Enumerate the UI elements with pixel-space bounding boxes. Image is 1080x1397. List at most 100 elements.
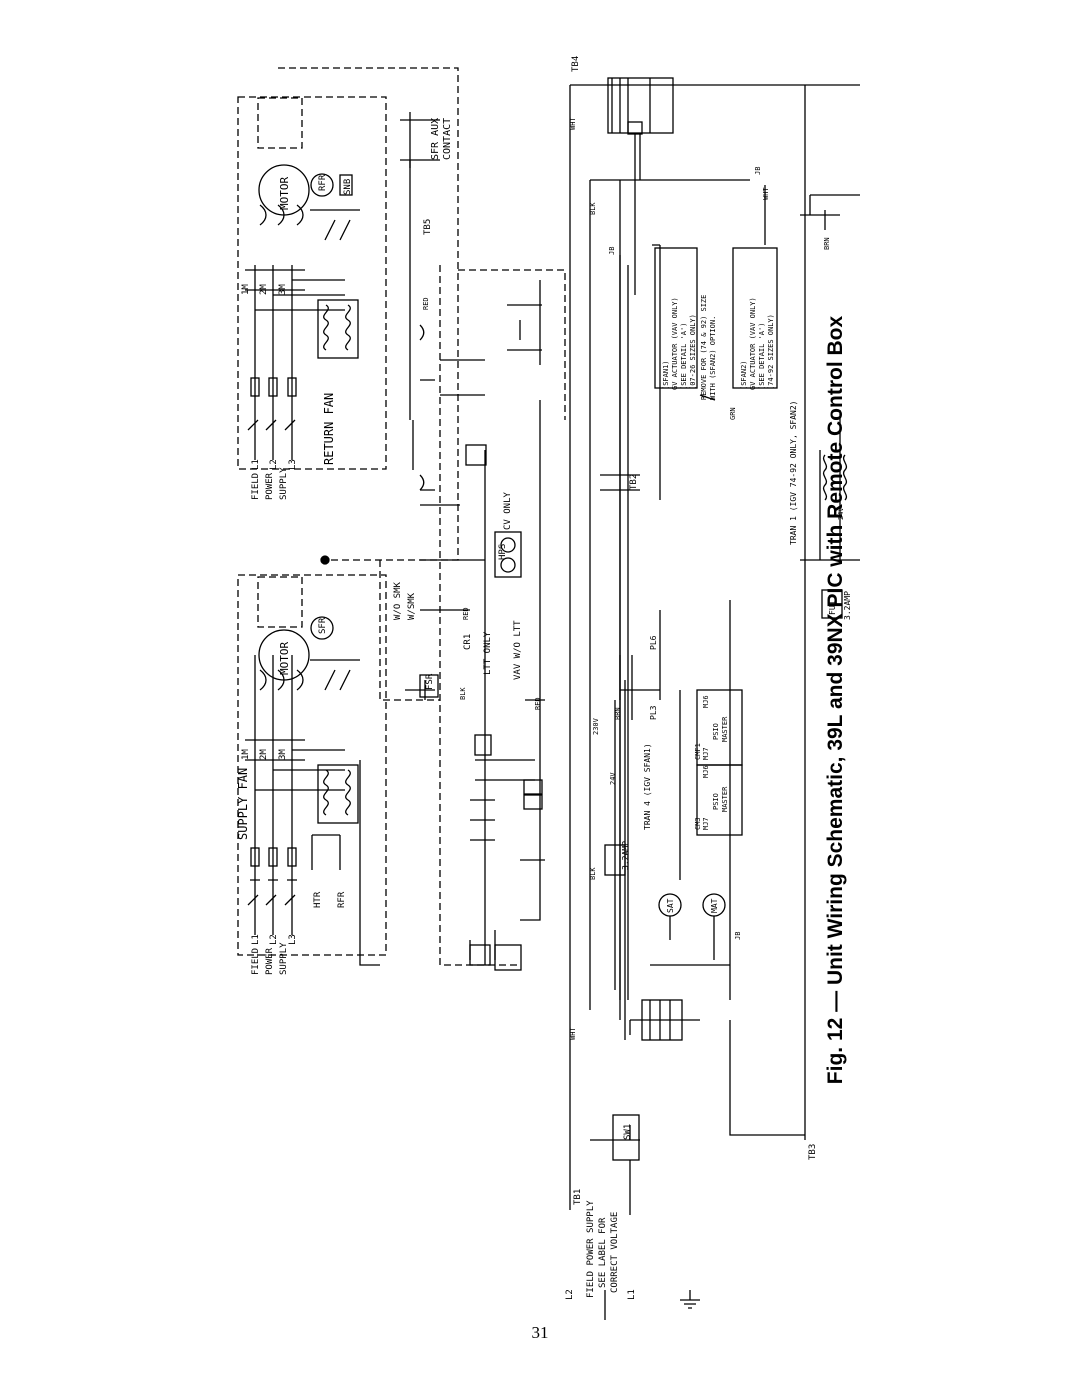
label-w-smk: W/SMK: [407, 592, 417, 620]
label-motor-sf: MOTOR: [278, 642, 291, 675]
label-l3-mid: L3: [288, 459, 298, 470]
label-blk-1: BLK: [589, 202, 597, 215]
label-tb3: TB3: [808, 1144, 818, 1160]
label-htr: HTR: [313, 891, 323, 908]
label-tran1: TRAN 1 (IGV 74-92 ONLY, SFAN2): [789, 401, 798, 546]
label-field-power-mid-2: POWER: [265, 472, 275, 500]
page-number: 31: [531, 1323, 549, 1342]
label-24v-2: 24V: [837, 507, 845, 520]
supply-fan-enclosure: [237, 67, 566, 966]
label-sfr: SFR: [318, 617, 328, 634]
label-grn: GRN: [729, 407, 737, 420]
label-cr1: CR1: [463, 634, 473, 650]
label-jb-1: JB: [608, 247, 616, 255]
label-230v: 230V: [592, 717, 600, 735]
label-jb-2: JB: [734, 932, 742, 940]
label-tb5: TB5: [423, 219, 433, 235]
label-sfan2-4: (74-92 SIZES ONLY): [767, 314, 775, 390]
label-sfr-aux-1: SFR AUX: [430, 118, 441, 160]
label-hps: HPS: [498, 544, 508, 560]
label-l2-mid: L2: [269, 459, 279, 470]
label-tb2: TB2: [629, 474, 639, 490]
label-field-bottom-3: CORRECT VOLTAGE: [610, 1212, 620, 1293]
label-blk-2: BLK: [589, 867, 597, 880]
label-1m-rf: 1M: [241, 284, 251, 295]
label-sfan1-4: (07-26 SIZES ONLY): [689, 314, 697, 390]
label-sfan2-1: (SFAN2): [740, 360, 748, 390]
label-sw1: SW1: [623, 1124, 633, 1140]
label-tran4: TRAN 4 (IGV SFAN1): [643, 743, 652, 830]
label-return-fan: RETURN FAN: [322, 393, 336, 465]
label-sfan2-2: GV ACTUATOR (VAV ONLY): [749, 297, 757, 390]
label-red-3: RED: [534, 697, 542, 710]
label-psio2-5: CM3: [694, 817, 702, 830]
label-snb: SNB: [343, 179, 353, 195]
label-cv-only: CV ONLY: [503, 491, 513, 530]
label-l1-left: L1: [251, 934, 261, 945]
label-psio-1: MJ7: [702, 747, 710, 760]
label-vav-wo-ltt: VAV W/O LTT: [513, 620, 523, 680]
label-red-2: RED: [422, 297, 430, 310]
label-pl6: PL6: [649, 635, 658, 650]
label-l2-left: L2: [269, 934, 279, 945]
label-2m-rf: 2M: [259, 284, 269, 295]
label-sfan1-1: (SFAN1): [662, 360, 670, 390]
label-fsr: FSR: [425, 673, 435, 690]
label-fu1: FU1: [828, 600, 837, 615]
low-voltage-control: [569, 77, 860, 1320]
label-psio2-4: MJ6: [702, 765, 710, 778]
label-jb-3: JB: [754, 167, 762, 175]
label-ltt-only: LTT ONLY: [483, 631, 493, 675]
label-psio2-2: PSIO: [712, 793, 720, 810]
label-blk-3: BLK: [459, 687, 467, 700]
label-psio-5: CMF1: [694, 743, 702, 760]
label-tb1: TB1: [573, 1189, 583, 1205]
control-circuit: [405, 280, 545, 971]
label-motor-rf: MOTOR: [278, 177, 291, 210]
label-field-power-left-1: FIELD: [251, 948, 261, 975]
label-24v-1: 24V: [609, 772, 617, 785]
label-amp: 3.2AMP: [843, 591, 852, 620]
label-field-bottom-1: FIELD POWER SUPPLY: [586, 1200, 596, 1298]
label-bottom-l1: L1: [627, 1289, 637, 1300]
label-bottom-l2: L2: [565, 1289, 575, 1300]
label-wht-2: WHT: [569, 1027, 577, 1040]
label-brn-1: BRN: [614, 707, 622, 720]
figure-caption: Fig. 12 — Unit Wiring Schematic, 39L and…: [824, 315, 847, 1085]
label-w-o-smk: W/O SMK: [393, 581, 403, 620]
label-psio-3: MASTER: [721, 716, 729, 742]
schematic-labels: FIELD POWER SUPPLY FIELD POWER SUPPLY L1…: [236, 56, 852, 1300]
label-sfan1-3: (SEE DETAIL 'A'): [680, 323, 688, 390]
supply-fan-power-lines: [245, 616, 380, 966]
label-remove-note-1: REMOVE FOR (74 & 92) SIZE: [700, 295, 708, 400]
label-sat: SAT: [666, 898, 675, 913]
label-red-1: RED: [462, 607, 470, 620]
label-l1-mid: L1: [251, 459, 261, 470]
label-brn-2: BRN: [823, 237, 831, 250]
label-remove-note-2: WITH (SFAN2) OPTION.: [709, 316, 717, 400]
label-3m-rf: 3M: [278, 284, 288, 295]
label-psio2-3: MASTER: [721, 786, 729, 812]
label-field-power-left-3: SUPPLY: [279, 942, 289, 975]
label-field-power-mid-3: SUPPLY: [279, 467, 289, 500]
return-fan-power-lines: [245, 112, 440, 470]
label-rfr2: RFR: [337, 891, 347, 908]
label-tb4: TB4: [571, 56, 581, 72]
label-psio-4: MJ6: [702, 695, 710, 708]
label-field-power-left-2: POWER: [265, 947, 275, 975]
label-sfr-aux-2: CONTACT: [442, 118, 453, 160]
label-sfan2-3: (SEE DETAIL 'A'): [758, 323, 766, 390]
label-2m-sf: 2M: [259, 749, 269, 760]
label-amp2: 3.2AMP: [621, 841, 630, 870]
label-psio-2: PSIO: [712, 723, 720, 740]
label-mat: MAT: [710, 898, 719, 913]
label-sfan1-2: GV ACTUATOR (VAV ONLY): [671, 297, 679, 390]
label-1m-sf: 1M: [241, 749, 251, 760]
label-psio2-1: MJ7: [702, 817, 710, 830]
label-3m-sf: 3M: [278, 749, 288, 760]
label-field-power-mid-1: FIELD: [251, 473, 261, 500]
label-supply-fan: SUPPLY FAN: [236, 768, 250, 840]
label-field-bottom-2: SEE LABEL FOR: [598, 1217, 608, 1288]
label-rfr: RFR: [318, 174, 328, 191]
